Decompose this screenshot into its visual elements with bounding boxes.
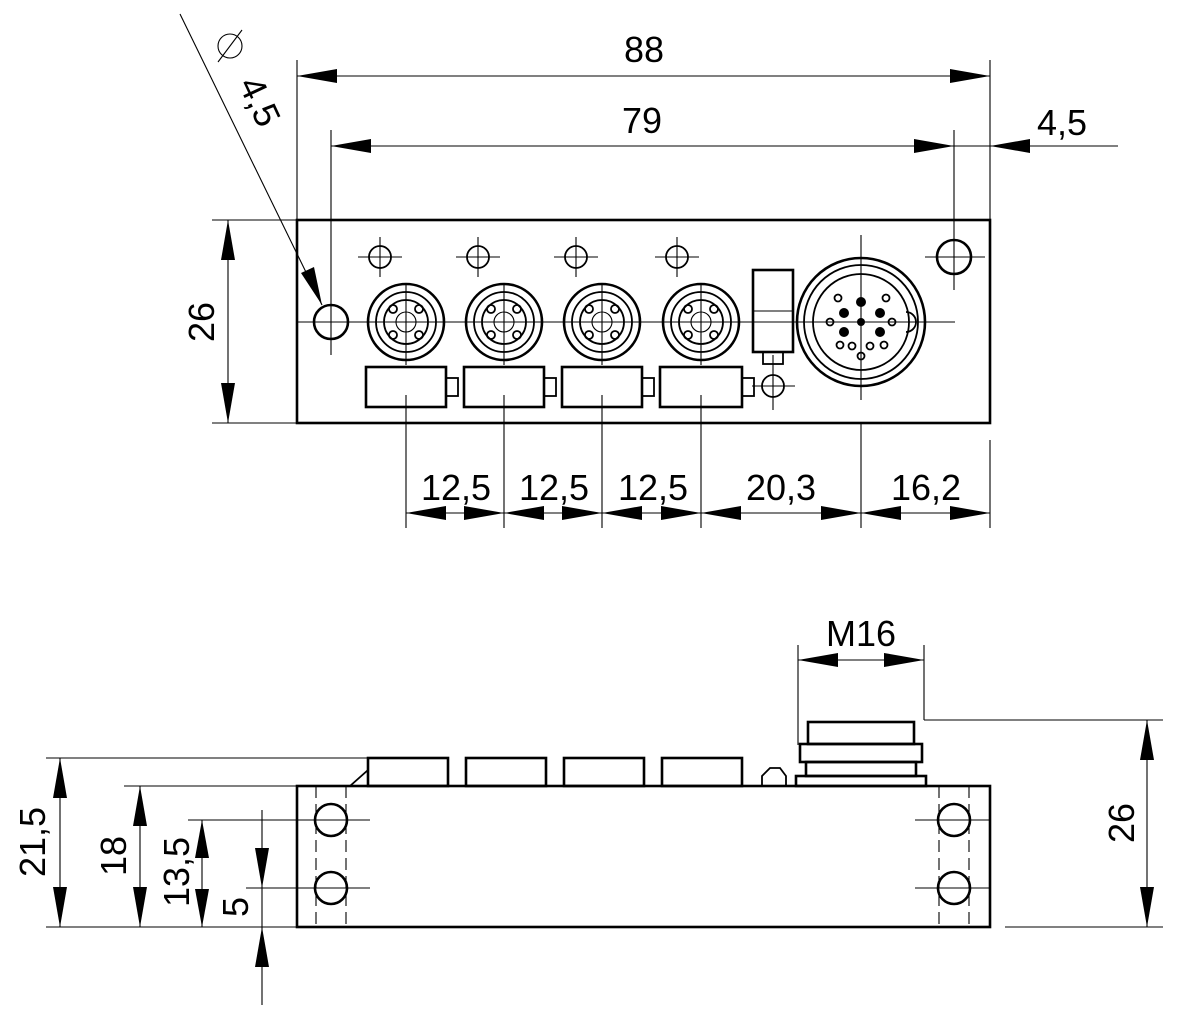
top-view: 88 79 4,5 26 4 bbox=[179, 13, 1118, 528]
dim-height-1-label: 21,5 bbox=[12, 807, 53, 877]
dim-pitch-2-label: 12,5 bbox=[519, 467, 589, 508]
dim-edge-offset-label: 4,5 bbox=[1037, 102, 1087, 143]
dim-height-2: 18 bbox=[93, 785, 297, 927]
dim-pitch-5-label: 16,2 bbox=[891, 467, 961, 508]
dim-hole-diameter: 4,5 bbox=[179, 13, 323, 306]
m16-connector bbox=[795, 235, 930, 400]
side-status-led bbox=[761, 767, 787, 786]
side-label-plate-4 bbox=[660, 756, 744, 788]
dim-pitch-chain: 12,5 12,5 12,5 20,3 16,2 bbox=[405, 395, 991, 528]
dim-hole-spacing: 79 bbox=[331, 100, 954, 153]
dim-height-label: 26 bbox=[181, 302, 222, 342]
dim-hole-spacing-label: 79 bbox=[622, 100, 662, 141]
side-label-plate-2 bbox=[464, 756, 548, 788]
dim-height-2-label: 18 bbox=[93, 836, 134, 876]
dim-pitch-3-label: 12,5 bbox=[618, 467, 688, 508]
m8-connector-2 bbox=[456, 237, 557, 409]
dim-height: 26 bbox=[181, 219, 297, 424]
side-label-plate-1 bbox=[366, 756, 450, 788]
dim-edge-offset: 4,5 bbox=[954, 102, 1118, 153]
dim-thread-label: M16 bbox=[826, 613, 896, 654]
dim-thread: M16 bbox=[797, 613, 925, 745]
dim-overall-width: 88 bbox=[297, 29, 990, 83]
dim-height-1: 21,5 bbox=[12, 757, 368, 928]
m8-connector-1 bbox=[358, 237, 459, 409]
dim-height-4: 5 bbox=[215, 810, 297, 1005]
dim-total-height-label: 26 bbox=[1101, 803, 1142, 843]
dim-height-3-label: 13,5 bbox=[156, 837, 197, 907]
side-label-plate-3 bbox=[562, 756, 646, 788]
dim-height-3: 13,5 bbox=[156, 819, 297, 927]
dim-pitch-4-label: 20,3 bbox=[746, 467, 816, 508]
side-view: M16 26 21,5 18 bbox=[12, 613, 1163, 1005]
dim-pitch-1-label: 12,5 bbox=[421, 467, 491, 508]
dim-total-height: 26 bbox=[924, 719, 1163, 928]
dim-height-4-label: 5 bbox=[215, 897, 256, 917]
dim-overall-width-label: 88 bbox=[624, 29, 664, 70]
dim-hole-diameter-label: 4,5 bbox=[231, 70, 289, 133]
side-m16-connector bbox=[794, 720, 928, 788]
status-block bbox=[751, 268, 795, 410]
side-view-body bbox=[295, 784, 992, 929]
side-mounting-holes bbox=[297, 786, 990, 927]
